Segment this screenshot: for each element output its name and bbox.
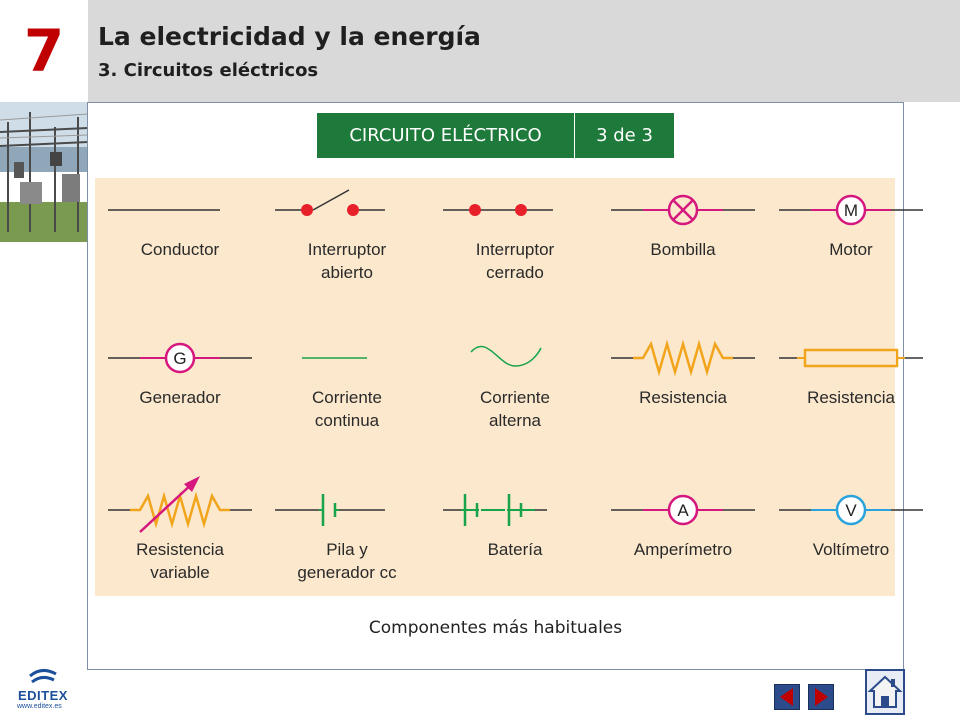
motor-symbol-icon: M	[779, 194, 923, 226]
section-banner: CIRCUITO ELÉCTRICO 3 de 3	[317, 113, 674, 158]
conductor-symbol-icon	[108, 209, 220, 211]
component-resistor-zigzag: Resistencia	[603, 326, 763, 466]
switch-open-symbol-icon	[275, 189, 385, 216]
page-title: La electricidad y la energía	[98, 22, 481, 51]
component-label: Bombilla	[650, 240, 716, 259]
component-label: Generador	[139, 388, 221, 407]
page-indicator: 3 de 3	[596, 125, 653, 146]
component-label: Amperímetro	[633, 540, 733, 559]
logo-text: EDITEX	[18, 688, 68, 703]
switch-closed-symbol-icon	[443, 204, 553, 216]
ammeter-symbol-icon: A	[611, 494, 755, 526]
dc-current-symbol-icon	[302, 357, 367, 359]
component-motor: M Motor	[771, 178, 931, 318]
svg-text:V: V	[845, 501, 857, 520]
home-icon	[867, 675, 903, 708]
component-resistor-box: Resistencia	[771, 326, 931, 466]
arrow-left-icon	[780, 688, 793, 706]
component-voltmeter: V Voltímetro	[771, 478, 931, 618]
diagram-caption: Componentes más habituales	[368, 618, 623, 638]
arrow-right-icon	[815, 688, 828, 706]
component-label: Batería	[487, 540, 543, 559]
chapter-number: 7	[23, 17, 65, 85]
previous-button[interactable]	[774, 684, 800, 710]
voltmeter-symbol-icon: V	[779, 494, 923, 526]
component-label: Resistencia	[807, 388, 895, 407]
generator-symbol-icon: G	[108, 342, 252, 374]
resistor-box-symbol-icon	[779, 348, 923, 368]
bulb-symbol-icon	[611, 194, 755, 226]
logo-url: www.editex.es	[17, 703, 62, 710]
resistor-variable-symbol-icon	[108, 476, 252, 533]
substation-photo	[0, 102, 88, 242]
component-label: Voltímetro	[812, 540, 890, 559]
svg-text:M: M	[844, 201, 858, 220]
cell-symbol-icon	[275, 494, 385, 526]
battery-symbol-icon	[443, 494, 547, 526]
page-subtitle: 3. Circuitos eléctricos	[98, 60, 319, 81]
component-battery: Batería	[435, 478, 595, 618]
ac-current-symbol-icon	[470, 345, 542, 367]
component-ammeter: A Amperímetro	[603, 478, 763, 618]
next-button[interactable]	[808, 684, 834, 710]
component-label: Resistencia	[639, 388, 727, 407]
home-button[interactable]	[865, 669, 905, 715]
component-conductor: Conductor	[100, 178, 260, 318]
component-label: Motor	[829, 240, 873, 259]
editex-logo	[12, 668, 72, 712]
banner-title: CIRCUITO ELÉCTRICO	[317, 113, 575, 158]
svg-text:G: G	[173, 349, 186, 368]
svg-text:A: A	[677, 501, 689, 520]
component-generator: G Generador	[100, 326, 260, 466]
header-band	[88, 0, 960, 102]
component-label: Conductor	[140, 240, 220, 259]
resistor-zigzag-symbol-icon	[611, 339, 755, 377]
component-bulb: Bombilla	[603, 178, 763, 318]
